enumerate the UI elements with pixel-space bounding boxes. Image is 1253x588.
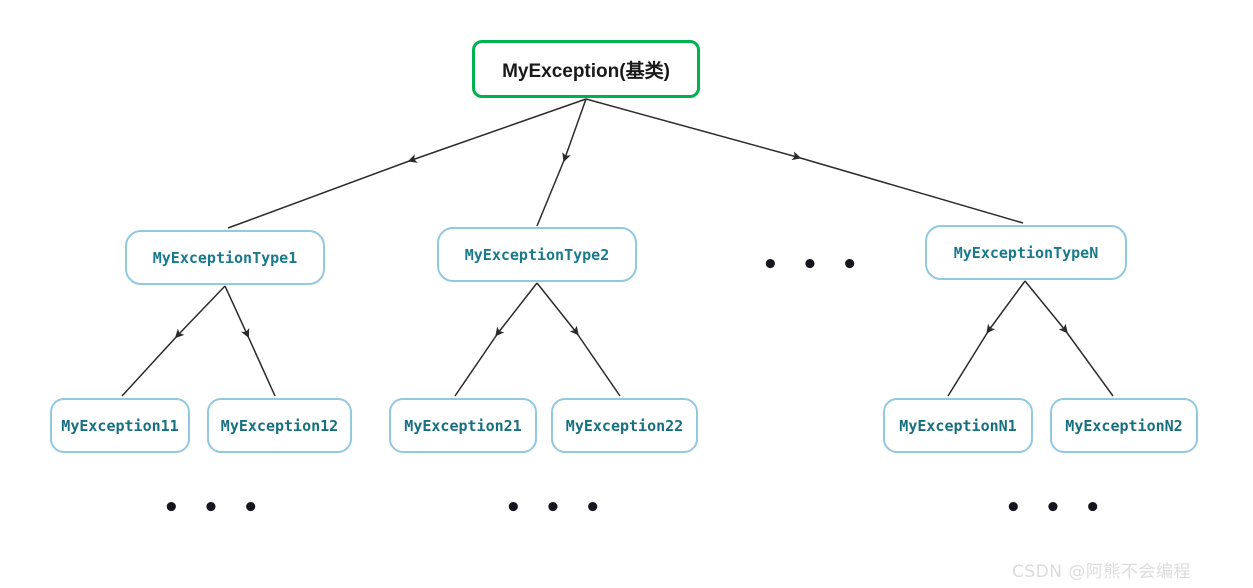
node-myexceptiontype2: MyExceptionType2 (437, 227, 637, 282)
edge-typeN-to-N2 (1024, 280, 1114, 397)
edge-root-to-type1 (227, 98, 587, 229)
node-myexceptiontype1: MyExceptionType1 (125, 230, 325, 285)
node-myexceptionn2: MyExceptionN2 (1050, 398, 1198, 453)
node-myexception12: MyException12 (207, 398, 352, 453)
edge-type1-to-11 (121, 285, 226, 397)
edge-type1-to-12 (224, 285, 276, 397)
node-myexceptiontypen: MyExceptionTypeN (925, 225, 1127, 280)
edge-typeN-to-N1 (947, 280, 1026, 397)
node-myexception11: MyException11 (50, 398, 190, 453)
ellipsis-level2-gap: • • • (762, 250, 865, 280)
node-myexception21: MyException21 (389, 398, 537, 453)
ellipsis-leaf-group1: • • • (163, 493, 266, 523)
ellipsis-leaf-groupn: • • • (1005, 493, 1108, 523)
edge-type2-to-21 (454, 282, 538, 397)
edge-root-to-type2 (536, 98, 587, 227)
edge-root-to-typeN (585, 98, 1024, 224)
node-myexception-base: MyException(基类) (472, 40, 700, 98)
edge-type2-to-22 (536, 282, 621, 397)
node-myexceptionn1: MyExceptionN1 (883, 398, 1033, 453)
node-myexception22: MyException22 (551, 398, 698, 453)
ellipsis-leaf-group2: • • • (505, 493, 608, 523)
csdn-watermark: CSDN @阿熊不会编程 (1012, 562, 1191, 582)
